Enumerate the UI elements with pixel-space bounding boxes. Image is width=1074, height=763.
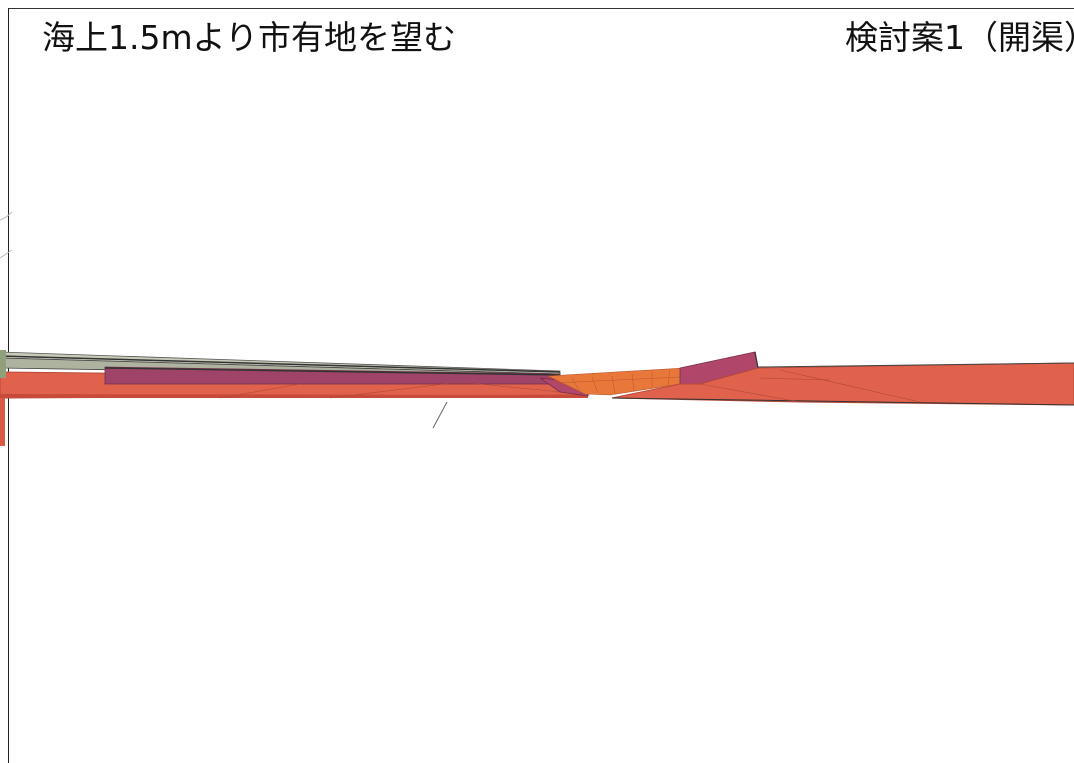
tri-line xyxy=(219,383,301,399)
channel-orange-zone xyxy=(546,367,686,396)
left-ground-front-face xyxy=(0,394,588,398)
tri-line xyxy=(459,381,561,393)
plan-title: 検討案1（開渠） xyxy=(845,18,1074,57)
frame-top-border xyxy=(8,8,1074,9)
right-slab-bottom-edge xyxy=(611,397,1074,406)
channel-grid xyxy=(591,376,599,394)
channel-grid xyxy=(554,376,681,384)
tri-line xyxy=(699,383,801,403)
channel-grid xyxy=(571,377,581,393)
channel-grid xyxy=(631,373,635,392)
tri-line xyxy=(779,369,921,403)
pavement-dark-edge xyxy=(0,355,561,373)
guide-arc-left xyxy=(0,211,13,221)
channel-grid xyxy=(611,375,616,395)
viewpoint-title: 海上1.5mより市有地を望む xyxy=(42,18,456,57)
guide-arc-left-2 xyxy=(0,249,13,259)
leader-line xyxy=(432,401,448,429)
right-slab-top-edge xyxy=(757,362,1074,368)
roof-band-dark-edge xyxy=(104,367,561,376)
tri-line xyxy=(759,377,831,381)
left-edge-red-block xyxy=(0,398,5,446)
left-edge-structure xyxy=(0,350,6,378)
right-ground-slab xyxy=(611,362,1074,406)
tri-line xyxy=(329,381,461,399)
right-embankment-step xyxy=(754,351,759,369)
